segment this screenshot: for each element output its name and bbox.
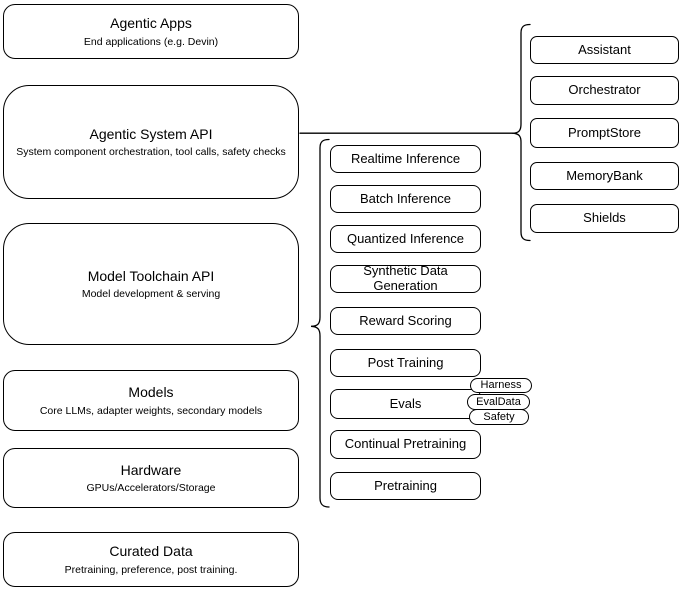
node-label: Quantized Inference: [346, 230, 465, 246]
eval-tag-harness: Harness: [470, 378, 532, 393]
components-brace: [511, 23, 531, 242]
node-label: Assistant: [578, 41, 631, 57]
node-label: Evals: [389, 395, 422, 411]
node-title: Agentic Apps: [110, 15, 192, 32]
pill-label: EvalData: [476, 395, 521, 408]
node-subtitle: Pretraining, preference, post training.: [64, 563, 238, 576]
node-title: Agentic System API: [89, 125, 213, 142]
node-models: Models Core LLMs, adapter weights, secon…: [3, 370, 299, 431]
pill-label: Harness: [480, 379, 522, 391]
node-batch-inference: Batch Inference: [330, 185, 481, 213]
pill-label: Safety: [483, 410, 515, 423]
node-quantized-inference: Quantized Inference: [330, 225, 481, 253]
node-label: PromptStore: [568, 124, 641, 140]
eval-tag-evaldata: EvalData: [467, 394, 530, 410]
node-label: Batch Inference: [359, 190, 452, 206]
node-label: Reward Scoring: [359, 312, 452, 328]
toolchain-brace: [310, 138, 330, 508]
node-evals: Evals: [330, 389, 481, 419]
node-label: Continual Pretraining: [344, 436, 467, 452]
node-hardware: Hardware GPUs/Accelerators/Storage: [3, 448, 299, 508]
node-model-toolchain-api: Model Toolchain API Model development & …: [3, 223, 299, 345]
node-memorybank: MemoryBank: [530, 162, 679, 190]
node-label: Synthetic Data Generation: [363, 263, 448, 293]
node-promptstore: PromptStore: [530, 118, 679, 148]
node-title: Hardware: [120, 461, 182, 478]
node-subtitle: System component orchestration, tool cal…: [16, 146, 286, 159]
node-label: Realtime Inference: [350, 150, 461, 166]
node-pretraining: Pretraining: [330, 472, 481, 500]
node-title: Curated Data: [109, 543, 193, 560]
node-label: Post Training: [367, 354, 444, 370]
node-label: MemoryBank: [566, 167, 643, 183]
node-subtitle: GPUs/Accelerators/Storage: [86, 482, 216, 495]
node-subtitle: Model development & serving: [81, 288, 221, 301]
node-label: Shields: [583, 210, 626, 226]
node-title: Models: [128, 384, 174, 401]
node-post-training: Post Training: [330, 349, 481, 377]
node-title: Model Toolchain API: [87, 267, 215, 284]
node-subtitle: Core LLMs, adapter weights, secondary mo…: [39, 404, 263, 417]
node-assistant: Assistant: [530, 36, 679, 64]
node-shields: Shields: [530, 204, 679, 233]
node-label: Orchestrator: [568, 82, 641, 98]
node-label: Pretraining: [374, 477, 437, 493]
node-curated-data: Curated Data Pretraining, preference, po…: [3, 532, 299, 587]
node-synthetic-data-generation: Synthetic Data Generation: [330, 263, 481, 293]
node-realtime-inference: Realtime Inference: [330, 145, 481, 173]
node-agentic-apps: Agentic Apps End applications (e.g. Devi…: [3, 4, 299, 59]
node-reward-scoring: Reward Scoring: [330, 307, 481, 335]
node-orchestrator: Orchestrator: [530, 76, 679, 105]
node-agentic-system-api: Agentic System API System component orch…: [3, 85, 299, 199]
node-subtitle: End applications (e.g. Devin): [83, 35, 219, 48]
eval-tag-safety: Safety: [469, 409, 529, 425]
node-continual-pretraining: Continual Pretraining: [330, 430, 481, 459]
